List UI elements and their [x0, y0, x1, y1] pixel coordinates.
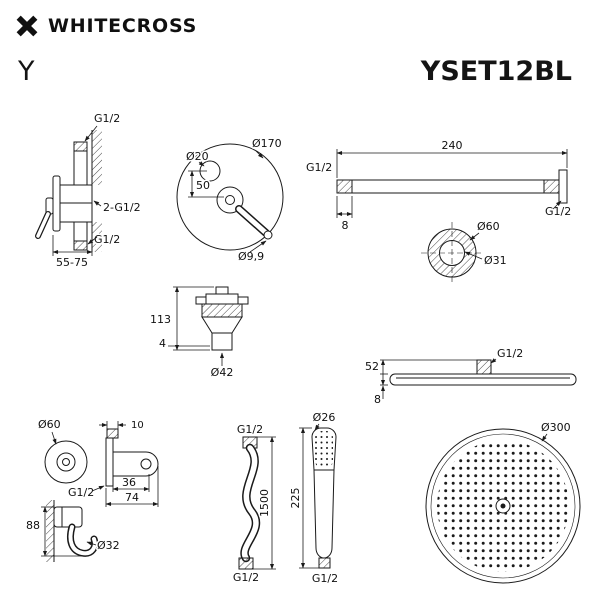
dim-arm-length: 240	[442, 139, 463, 152]
dim-handshower-dia: Ø26	[313, 411, 336, 424]
dim-valve-height: 113	[150, 313, 171, 326]
dim-arm-thread-left: G1/2	[306, 161, 332, 174]
dim-outlet-nipple: 10	[131, 420, 144, 431]
drawing-head-top-view: Ø300	[425, 420, 581, 584]
dim-valve-dia: Ø42	[211, 366, 234, 379]
dim-hose-thread-top: G1/2	[237, 423, 263, 436]
dim-outlet-height: 88	[26, 519, 40, 532]
valve-stem	[211, 332, 233, 351]
dim-hole-dia: Ø20	[186, 150, 209, 163]
arm-wall-flange	[558, 169, 568, 204]
dim-arm-flange-dia: Ø60	[477, 220, 500, 233]
valve-cartridge	[205, 293, 239, 305]
dim-outlet-thread: G1/2	[68, 486, 94, 499]
drawing-head-side-view: G1/2 52 8	[364, 346, 577, 408]
drawing-mixer-side-view: G1/2 2-G1/2 G1/2 55-75	[35, 111, 142, 271]
drawing-hand-shower: Ø26 G1/2 225	[288, 410, 340, 587]
drawing-wall-outlet: Ø60 10 36 74 G1/2	[25, 417, 159, 562]
handshower-fitting	[318, 557, 331, 569]
dim-head-top-dia: Ø300	[541, 421, 571, 434]
dim-head-thickness: 8	[374, 393, 381, 406]
mixer-trim-plate	[52, 175, 61, 232]
dim-plate-dia: Ø170	[252, 137, 282, 150]
dim-handshower-thread: G1/2	[312, 572, 338, 585]
series-label: Y	[18, 56, 35, 87]
brand-lockup: WHITECROSS	[14, 13, 197, 39]
whitecross-x-logo-icon	[16, 15, 38, 37]
dim-mixer-depth: 55-75	[56, 256, 88, 269]
dim-outlet-width-total: 74	[125, 491, 139, 504]
drawing-mixer-front-view: Ø170 Ø20 50 Ø9,9	[176, 136, 284, 265]
dim-arm-flange-inner-dia: Ø31	[484, 254, 507, 267]
dim-outlet-flange-dia: Ø60	[38, 418, 61, 431]
dim-mixer-thread-bottom: G1/2	[94, 233, 120, 246]
dim-hole-offset: 50	[196, 179, 210, 192]
dim-mixer-thread-top: G1/2	[94, 112, 120, 125]
dim-arm-flange-thickness: 8	[342, 219, 349, 232]
outlet-wall-plate	[105, 437, 114, 487]
dim-mixer-thread-mid: 2-G1/2	[103, 201, 141, 214]
dim-handshower-length: 225	[289, 488, 302, 509]
outlet-holder-top	[112, 451, 159, 477]
outlet-body-side	[53, 506, 83, 528]
hose-fitting-bottom	[238, 557, 254, 570]
handshower-spray-face	[315, 431, 333, 468]
head-plate-side	[389, 373, 577, 386]
arm-tube	[336, 179, 560, 194]
head-connector	[476, 359, 492, 375]
dim-valve-base: 4	[159, 337, 166, 350]
dim-outlet-dia: Ø32	[97, 539, 120, 552]
brand-name: WHITECROSS	[48, 15, 198, 37]
drawing-shower-arm: 240 G1/2 8 G1/2 Ø60 Ø31	[305, 138, 573, 284]
dim-hose-length: 1500	[258, 489, 271, 517]
dim-head-thread: G1/2	[497, 347, 523, 360]
model-number: YSET12BL	[420, 56, 572, 87]
drawing-valve: 113 4 Ø42	[149, 286, 249, 381]
dim-lever-dia: Ø9,9	[238, 250, 264, 263]
dim-head-height: 52	[365, 360, 379, 373]
dim-hose-thread-bottom: G1/2	[233, 571, 259, 584]
dim-outlet-width-inner: 36	[122, 476, 136, 489]
dim-arm-thread-right: G1/2	[545, 205, 571, 218]
drawing-hose: G1/2 G1/2 1500	[231, 422, 276, 586]
